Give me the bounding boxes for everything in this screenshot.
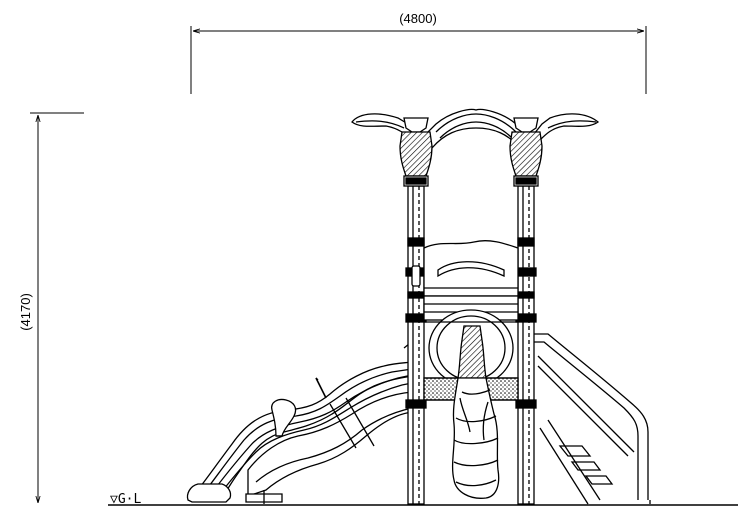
wave-slide bbox=[186, 338, 415, 504]
height-dimension: (4170) bbox=[18, 112, 84, 503]
width-dimension-label: (4800) bbox=[399, 11, 437, 26]
stairs-with-handrail bbox=[534, 333, 651, 505]
height-dimension-label: (4170) bbox=[18, 293, 33, 331]
play-tower bbox=[351, 108, 600, 505]
width-dimension: (4800) bbox=[190, 11, 647, 94]
ground-line: ▽G·L bbox=[108, 492, 738, 507]
ground-level-label: ▽G·L bbox=[110, 492, 141, 507]
